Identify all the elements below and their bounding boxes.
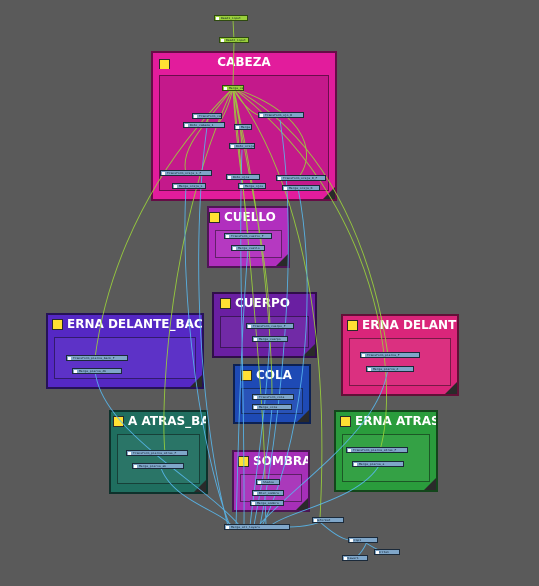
backdrop-title: ERNA DELANTE [362,318,457,332]
resize-handle[interactable] [276,254,288,266]
wire [232,87,249,237]
graph-node[interactable]: Transform_cuello_F [224,233,272,239]
wire [232,87,323,519]
backdrop-title: CABEZA [217,55,271,69]
graph-node[interactable]: Transform_oreja_R_F [276,175,326,181]
graph-node[interactable]: Merge_cabeza [222,85,244,91]
graph-node[interactable]: Transform_pierna_atras_F [346,447,408,453]
resize-handle[interactable] [424,478,436,490]
graph-node[interactable]: Merge_ojos [238,183,266,189]
wire [198,126,229,527]
graph-node[interactable]: Merge_cuerpo [252,336,288,342]
resize-handle[interactable] [194,480,206,492]
wire [232,87,273,398]
graph-node[interactable]: Blur_sombra [252,490,284,496]
backdrop-title: ERNA ATRAS [355,414,436,428]
graph-node[interactable]: Merge_cola [252,404,292,410]
wire [249,337,271,527]
backdrop-cuerpo[interactable]: CUERPO [212,292,317,358]
graph-node[interactable]: Merge_pierna_d [366,366,414,372]
graph-node[interactable]: Write1 [374,549,400,555]
wire [232,19,235,41]
graph-node[interactable]: Transform_ojo_R [258,112,304,118]
backdrop-title: COLA [256,368,292,382]
wire [232,41,235,86]
graph-node[interactable]: Transform_pierna_F [360,352,420,358]
backdrop-title: ERNA DELANTE_BACK [67,317,202,331]
graph-node[interactable]: Merge_oreja_R [282,185,320,191]
wire [163,87,234,454]
graph-node[interactable]: Transform_pierna_atras_F [126,450,188,456]
wire [232,87,266,484]
wire [232,87,307,179]
backdrop-title: SOMBRA [253,454,308,468]
color-square-icon [159,59,170,69]
graph-node[interactable]: Shadow [256,479,280,485]
backdrop-title: CUELLO [224,210,276,224]
graph-node[interactable]: Merge_boca [234,124,252,130]
graph-node[interactable]: Merge_all_layers [224,524,290,530]
wire [232,87,387,451]
color-square-icon [113,416,124,427]
wire [184,185,231,527]
graph-node[interactable]: Roto_cabeza_1 [183,122,225,128]
color-square-icon [52,319,63,330]
graph-node[interactable]: Merge_pierna_db [72,368,122,374]
color-square-icon [347,320,358,331]
backdrop-inner-frame [220,316,309,348]
backdrop-inner-frame [117,434,200,484]
backdrop-title: A ATRAS_BA [128,414,206,428]
backdrop-title: CUERPO [235,296,290,310]
graph-node[interactable]: Transform_cola [252,394,294,400]
graph-node[interactable]: Merge_pierna_a [352,461,404,467]
wire [94,87,234,359]
color-square-icon [340,416,351,427]
wire [159,464,233,527]
resize-handle[interactable] [445,382,457,394]
wire [184,87,234,174]
backdrop-inner-frame [349,338,451,386]
backdrop-inner-frame [342,434,430,482]
backdrop-inner-frame [240,474,302,502]
graph-node[interactable]: Reformat [312,517,344,523]
color-square-icon [209,212,220,223]
graph-node[interactable]: Viewer1 [342,555,368,561]
resize-handle[interactable] [296,498,308,510]
wire [257,367,389,527]
resize-handle[interactable] [297,410,309,422]
graph-node[interactable]: Transform_cuerpo_F [246,323,294,329]
graph-node[interactable]: Merge_pierna_ab [132,463,184,469]
graph-node[interactable]: Read2_input [219,37,249,43]
resize-handle[interactable] [303,344,315,356]
wire [253,406,273,527]
graph-node[interactable]: Read1_input [214,15,248,21]
color-square-icon [220,298,231,309]
graph-node[interactable]: Transform_cabeza [192,113,222,119]
color-square-icon [241,370,252,381]
graph-node[interactable]: Merge_cuello [231,245,265,251]
graph-node[interactable]: Roto_oreja_L [229,143,255,149]
graph-node[interactable]: Merge_oreja_L [172,183,206,189]
wire [235,247,249,527]
graph-node[interactable]: Transform_pierna_back_F [66,355,128,361]
wire [269,463,381,527]
graph-node[interactable]: Merge_sombra [250,500,284,506]
graph-node[interactable]: Roto_ojos [226,174,260,180]
graph-node[interactable]: Crop1 [348,537,378,543]
graph-node[interactable]: Transform_oreja_L_F [160,170,212,176]
wire [240,149,245,527]
